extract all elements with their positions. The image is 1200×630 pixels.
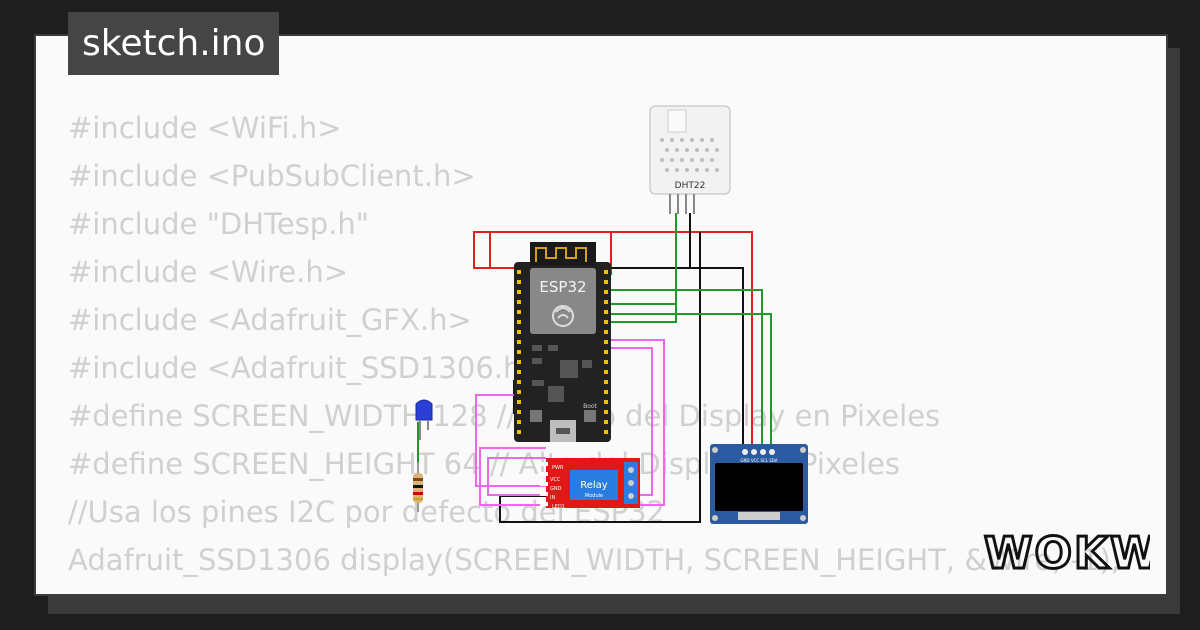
code-line: #include <Wire.h> (68, 255, 349, 289)
en-button[interactable] (530, 410, 542, 422)
code-line: #include "DHTesp.h" (68, 207, 370, 241)
green-wire (611, 213, 677, 323)
relay-gnd-label: GND (550, 486, 562, 492)
sketch-tab-title: sketch.ino (68, 12, 280, 75)
relay-pwr-label: PWR (552, 465, 564, 471)
relay-led-label: LED1 (552, 504, 565, 510)
esp32-label: ESP32 (539, 278, 586, 296)
green-wire (611, 313, 772, 448)
relay-in-label: IN (550, 495, 555, 501)
relay-vcc-label: VCC (550, 477, 561, 483)
code-line: #include <PubSubClient.h> (68, 159, 476, 193)
red-wire (611, 231, 753, 448)
code-line: #define SCREEN_WIDTH 128 // Ancho del Di… (68, 399, 941, 433)
resistor (413, 462, 423, 512)
blue-led[interactable] (415, 399, 433, 440)
wokwi-logo-text: WOKWi (984, 528, 1150, 579)
code-line: #include <WiFi.h> (68, 111, 342, 145)
red-wire (473, 231, 612, 275)
green-wire (611, 289, 763, 448)
espressif-logo-icon (552, 305, 574, 327)
oled-display[interactable]: GND VCC SCL SDA (710, 444, 808, 524)
code-line: Adafruit_SSD1306 display(SCREEN_WIDTH, S… (68, 543, 1121, 577)
wokwi-logo: WOKWi (983, 527, 1151, 581)
relay-sub-label: Module (585, 493, 603, 499)
esp32-board[interactable]: ESP32 Boot (514, 242, 611, 442)
oled-pins-label: GND VCC SCL SDA (740, 458, 777, 463)
boot-button[interactable] (584, 410, 596, 422)
oled-screen (715, 463, 803, 511)
black-wire (611, 267, 744, 448)
dht22-sensor[interactable]: DHT22 (649, 105, 731, 214)
wires (417, 213, 772, 523)
code-line: #include <Adafruit_SSD1306.h> (68, 351, 546, 385)
boot-label: Boot (583, 403, 597, 410)
relay-module[interactable]: PWR VCC GND IN LED1 Relay Module (540, 458, 640, 510)
relay-label: Relay (580, 480, 608, 491)
code-line: #include <Adafruit_GFX.h> (68, 303, 472, 337)
dht22-label: DHT22 (675, 181, 706, 191)
pink-wire (475, 394, 546, 487)
